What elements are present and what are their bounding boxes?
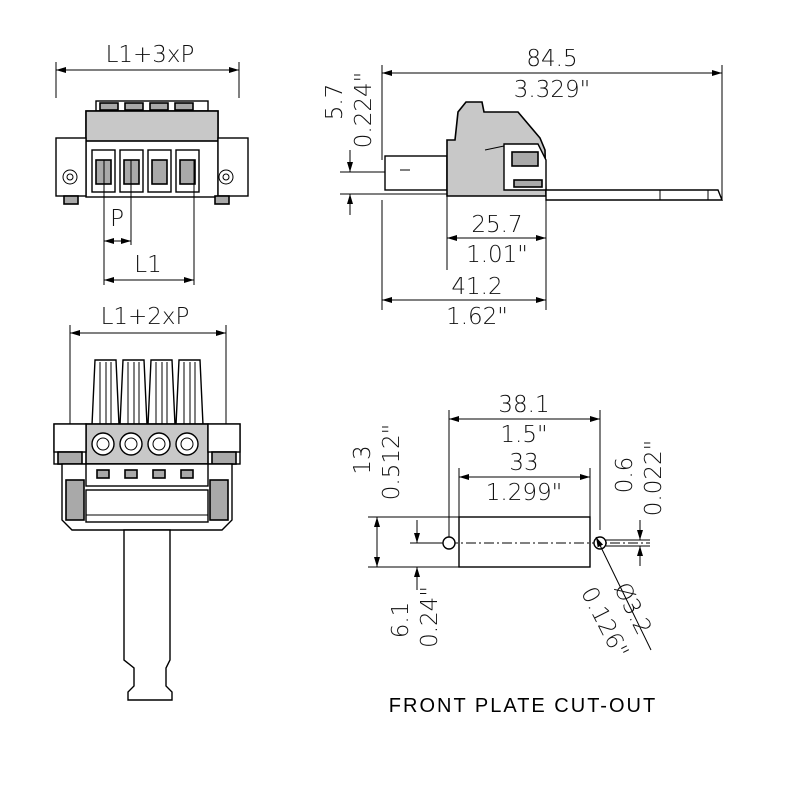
cutout-lower-mm: 6.1 (388, 602, 414, 639)
side-depth-mm: 41.2 (451, 274, 502, 300)
span-dimension: L1 (134, 252, 161, 278)
cutout-offset-in: 0.022" (641, 440, 667, 516)
front-view: L1+3xP (55, 42, 249, 285)
cutout-inner-mm: 33 (509, 450, 538, 476)
top-overall-dimension: L1+2xP (101, 304, 190, 330)
cutout-view: 38.1 1.5" 33 1.299" 13 0.512" 6.1 0.24" … (350, 392, 667, 717)
side-body-mm: 25.7 (471, 212, 522, 238)
front-overall-dimension: L1+3xP (106, 42, 195, 68)
cutout-width-mm: 38.1 (498, 392, 549, 418)
cutout-height-in: 0.512" (379, 424, 405, 500)
cutout-inner-in: 1.299" (486, 480, 562, 506)
side-view: 84.5 3.329" 5.7 0.224" 25.7 1.01" 41.2 1… (322, 46, 724, 330)
side-length-mm: 84.5 (526, 46, 577, 72)
cutout-width-in: 1.5" (500, 422, 547, 448)
side-depth-in: 1.62" (446, 304, 508, 330)
cutout-lower-in: 0.24" (417, 586, 443, 648)
side-height-mm: 5.7 (322, 84, 348, 121)
top-view: L1+2xP (53, 304, 241, 701)
side-height-in: 0.224" (351, 72, 377, 148)
side-length-in: 3.329" (514, 77, 590, 103)
cutout-offset-mm: 0.6 (612, 457, 638, 494)
screw-heads (91, 432, 199, 456)
cutout-height-mm: 13 (350, 445, 376, 474)
side-body-in: 1.01" (466, 242, 528, 268)
cutout-caption: FRONT PLATE CUT-OUT (389, 695, 657, 717)
pitch-dimension: P (110, 206, 124, 232)
actuator-ribs (91, 359, 204, 426)
